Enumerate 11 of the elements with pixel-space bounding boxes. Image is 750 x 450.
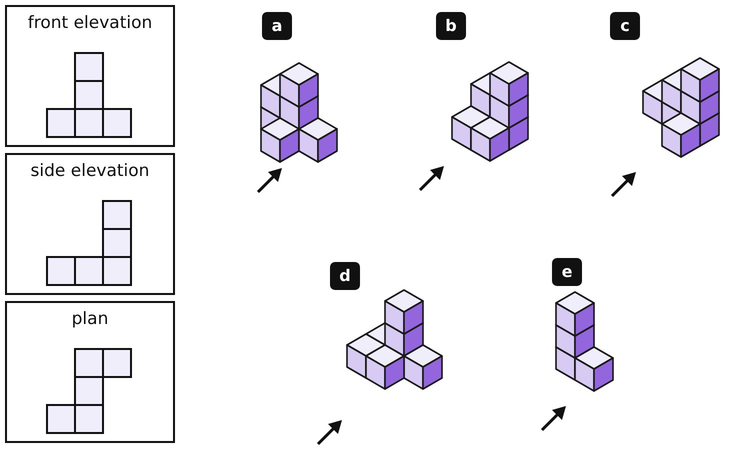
option-letter: d — [330, 262, 360, 290]
view-title: plan — [70, 309, 110, 329]
view-panel — [5, 301, 175, 443]
option-letter: e — [552, 258, 582, 286]
view-title: side elevation — [30, 161, 150, 181]
option-letter: c — [610, 12, 640, 40]
view-panel — [5, 5, 175, 147]
view-panel — [5, 153, 175, 295]
option-letter: a — [262, 12, 292, 40]
view-title: front elevation — [26, 13, 154, 33]
option-letter: b — [436, 12, 466, 40]
